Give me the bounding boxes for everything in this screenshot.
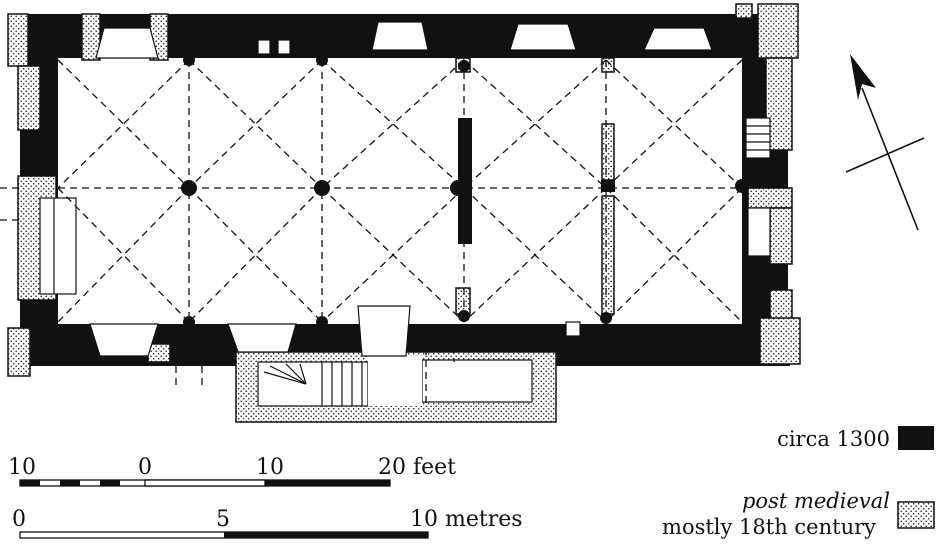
- legend-swatch-solid: [898, 426, 934, 450]
- porch-stair: [263, 362, 363, 406]
- feet-tick-label: 10: [8, 455, 36, 480]
- window-splays: [39, 21, 771, 357]
- scale-bar-metres: 0 5 10 metres: [12, 507, 523, 539]
- feet-tick-label: 0: [138, 455, 152, 480]
- feet-tick-label: 10: [256, 455, 284, 480]
- porch-interior: [257, 356, 533, 407]
- metres-tick-label: 10 metres: [410, 507, 523, 532]
- legend-label-post-medieval: post medieval: [742, 489, 890, 513]
- nave-interior: [58, 58, 742, 324]
- legend: circa 1300 post medieval mostly 18th cen…: [662, 426, 935, 539]
- piers: [181, 54, 749, 328]
- legend-label-post-medieval-sub: mostly 18th century: [662, 515, 876, 539]
- metres-tick-label: 0: [12, 507, 26, 532]
- legend-swatch-stippled: [897, 501, 935, 529]
- feet-tick-label: 20 feet: [378, 455, 456, 480]
- north-arrow: [845, 54, 925, 231]
- north-wall-blocks: [257, 39, 581, 337]
- legend-label-medieval: circa 1300: [777, 427, 890, 451]
- vault-ribs: [0, 59, 743, 404]
- metres-tick-label: 5: [216, 507, 230, 532]
- scale-bar-feet: 10 0 10 20 feet: [8, 455, 456, 487]
